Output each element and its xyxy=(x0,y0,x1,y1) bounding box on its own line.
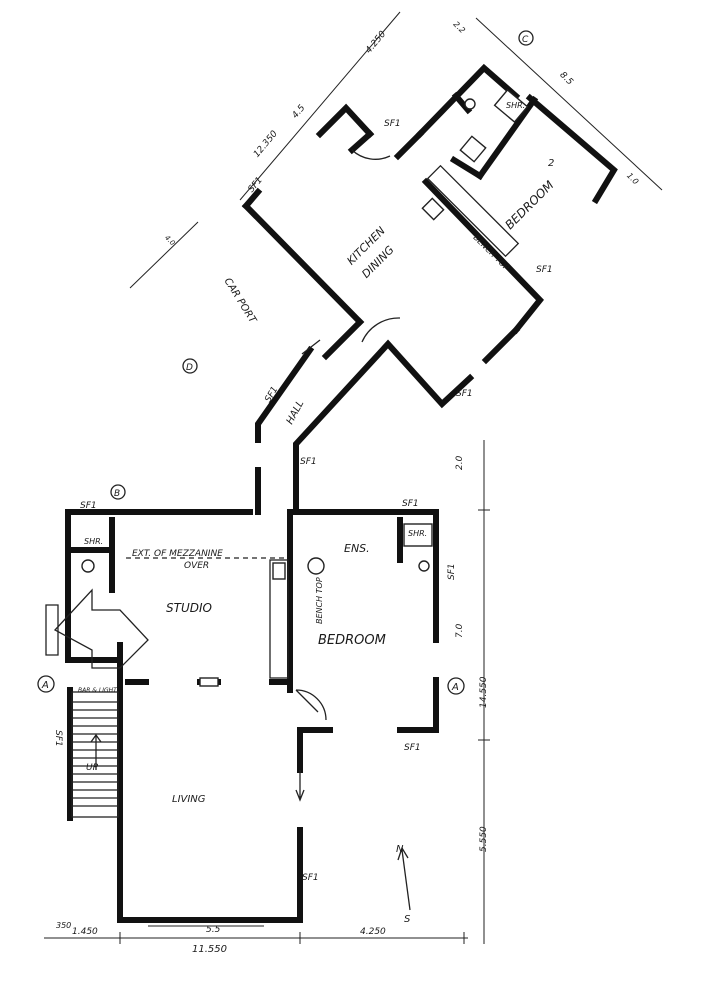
dim-7-0: 7.0 xyxy=(455,623,465,638)
dim-350: 350 xyxy=(56,921,71,930)
dim-upper-left xyxy=(239,11,401,201)
section-marker-a-right: A xyxy=(447,677,465,695)
window-tag: SF1 xyxy=(53,730,63,747)
upper-building-walls xyxy=(241,63,618,515)
bench-top-upper: BENCH TOP xyxy=(472,233,511,272)
room-bedroom-2: BEDROOM xyxy=(502,178,557,233)
south-label: S xyxy=(404,914,411,925)
dim-5550: 5.550 xyxy=(479,826,489,852)
window-tag: SF1 xyxy=(300,457,317,467)
section-marker-b: B xyxy=(110,484,126,500)
studio-sink xyxy=(272,562,286,580)
staircase xyxy=(71,691,119,818)
shower-label-2: SHR. xyxy=(408,529,427,538)
entry-door xyxy=(45,604,59,656)
dim-2-0: 2.0 xyxy=(455,455,465,470)
kitchen-bench xyxy=(426,164,520,258)
basin-upper xyxy=(464,98,476,110)
window-tag: SF1 xyxy=(384,119,401,129)
room-hall: HALL xyxy=(285,399,307,427)
section-marker-a-left: A xyxy=(37,675,55,693)
section-label-b: B xyxy=(114,489,120,499)
mezzanine-label: EXT. OF MEZZANINE xyxy=(132,549,223,559)
window-tag: SF1 xyxy=(456,389,473,399)
bench-top-lower: BENCH TOP xyxy=(315,577,324,624)
room-living: LIVING xyxy=(172,794,206,805)
dim-5-5: 5.5 xyxy=(206,925,221,935)
stair-up-label: UP xyxy=(86,763,99,773)
room-bedroom-2-number: 2 xyxy=(548,158,554,169)
section-label-a-left: A xyxy=(41,680,49,691)
dim-2-2: 2.2 xyxy=(452,20,467,35)
section-label-a-right: A xyxy=(451,682,459,693)
dim-4-0: 4.0 xyxy=(163,234,177,248)
room-car-port: CAR PORT xyxy=(222,276,259,326)
dim-1450: 1.450 xyxy=(72,927,98,937)
north-label: N xyxy=(396,844,404,855)
window-tag: SF1 xyxy=(302,873,319,883)
dim-4250b: 4.250 xyxy=(364,29,388,55)
hall-door-swing xyxy=(361,317,401,343)
dim-carport xyxy=(129,221,199,289)
toilet-upper xyxy=(459,135,487,163)
shower-label-3: SHR. xyxy=(506,101,525,110)
dim-8-5: 8.5 xyxy=(557,70,574,87)
room-bedroom: BEDROOM xyxy=(318,633,386,648)
dim-11550: 11.550 xyxy=(192,944,227,955)
section-label-d: D xyxy=(186,363,193,373)
entry-arrow xyxy=(53,588,149,669)
dim-1-0: 1.0 xyxy=(625,171,640,186)
north-arrow xyxy=(397,846,411,911)
kitchen-sink xyxy=(421,197,445,221)
mezzanine-label-over: OVER xyxy=(184,561,209,571)
window-tag: SF1 xyxy=(536,265,553,275)
section-marker-d: D xyxy=(182,358,198,374)
dim-4250: 4.250 xyxy=(360,927,386,937)
dim-14550: 14.550 xyxy=(479,676,489,708)
studio-walls xyxy=(65,509,439,923)
section-label-c: C xyxy=(522,35,529,45)
dim-upper-right xyxy=(475,17,663,191)
room-ensuite: ENS. xyxy=(344,542,370,555)
toilet xyxy=(81,559,95,573)
section-marker-c: C xyxy=(518,30,534,46)
dim-12350: 12.350 xyxy=(252,129,280,160)
window-tag: SF1 xyxy=(404,743,421,753)
room-studio: STUDIO xyxy=(166,601,212,615)
shower-label-1: SHR. xyxy=(84,537,103,546)
shower-upper xyxy=(493,88,529,124)
window-tag: SF1 xyxy=(447,563,457,580)
stair-note: BAR & LIGHT xyxy=(78,687,118,694)
studio-bench xyxy=(269,559,289,679)
window-tag: SF1 xyxy=(80,501,97,511)
basin-ens xyxy=(418,560,430,572)
dim-4-5: 4.5 xyxy=(291,103,308,121)
fridge xyxy=(199,677,219,687)
shower-lower xyxy=(403,523,433,547)
window-tag: SF1 xyxy=(402,499,419,509)
basin xyxy=(307,557,325,575)
bedroom-door-swing xyxy=(295,689,327,721)
kitchen-door-swing xyxy=(351,149,391,160)
